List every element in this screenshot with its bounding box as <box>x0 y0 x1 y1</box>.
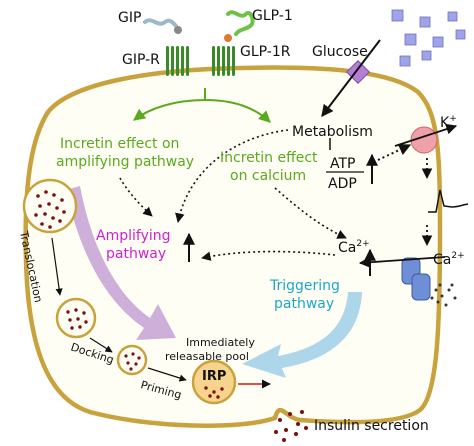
gip-receptor-icon <box>166 46 189 76</box>
label-irp-desc-line1: Immediately <box>186 336 255 349</box>
ca-channel-icon <box>401 257 431 301</box>
gip-ligand-icon <box>143 18 182 34</box>
label-glp1: GLP-1 <box>252 8 293 24</box>
label-gip-r: GIP-R <box>122 52 160 68</box>
glucose-entry-arrow <box>321 39 381 117</box>
label-incretin-ca-line1: Incretin effect <box>220 150 318 166</box>
label-triggering-line2: pathway <box>274 296 334 312</box>
atp-to-k-channel-arrow <box>377 144 412 161</box>
label-adp: ADP <box>328 176 357 192</box>
incretin-ca-to-ca-arrow <box>274 187 347 239</box>
label-ca-extra: Ca2+ <box>433 251 465 268</box>
label-glucose: Glucose <box>312 44 368 60</box>
label-triggering-line1: Triggering <box>269 278 340 294</box>
glucose-cubes-icon <box>391 9 466 67</box>
granule-large <box>22 178 78 234</box>
label-irp: IRP <box>202 369 226 384</box>
label-amplifying-line1: Amplifying <box>96 228 171 244</box>
label-atp: ATP <box>330 156 355 172</box>
label-incretin-amp-line1: Incretin effect on <box>60 136 179 152</box>
label-metabolism: Metabolism <box>292 124 373 140</box>
glp1-receptor-icon <box>212 46 235 76</box>
insulin-secretion-dots <box>274 410 308 442</box>
label-glp1-r: GLP-1R <box>240 44 291 60</box>
granule-small <box>116 344 148 376</box>
label-irp-desc-line2: releasable pool <box>165 350 249 363</box>
metabolism-to-amplifying-arrow <box>175 129 289 223</box>
ca-to-amplifying-arrow <box>201 250 336 261</box>
amplifying-pathway-arrow <box>66 186 176 340</box>
label-gip: GIP <box>118 10 141 26</box>
label-incretin-amp-line2: amplifying pathway <box>56 154 194 170</box>
label-ca-cyto: Ca2+ <box>338 239 370 256</box>
label-insulin-secretion: Insulin secretion <box>314 418 429 434</box>
priming-arrow <box>147 367 187 382</box>
label-incretin-ca-line2: on calcium <box>230 168 306 184</box>
depolarization-trace-icon <box>428 189 469 213</box>
incretin-signal-arrows <box>133 88 271 123</box>
extracellular-ca-dots <box>430 283 457 307</box>
docking-arrow <box>89 337 113 353</box>
irp-granule <box>191 359 237 405</box>
label-amplifying-line2: pathway <box>106 246 166 262</box>
incretin-amp-to-amplifying-arrow <box>119 177 153 217</box>
k-efflux-arrow <box>394 123 458 147</box>
ca-influx-arrow <box>358 256 446 268</box>
translocation-arrow <box>51 237 63 296</box>
triggering-pathway-arrow <box>242 292 362 378</box>
granule-medium <box>55 297 97 339</box>
label-k: K+ <box>440 114 457 131</box>
glp1-ligand-icon <box>224 10 255 42</box>
